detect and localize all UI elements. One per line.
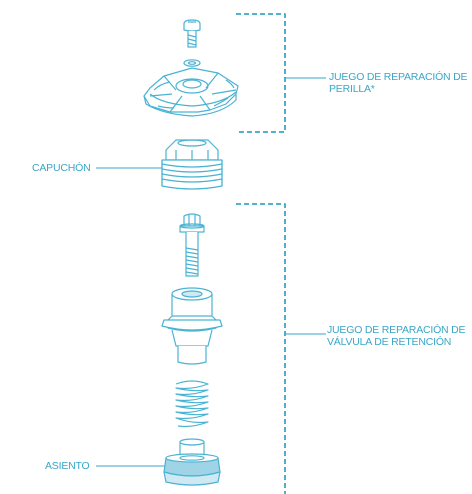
bolt <box>179 213 205 277</box>
knob-screw <box>183 19 201 48</box>
check-valve-kit-bracket <box>236 203 286 494</box>
washer <box>183 59 201 67</box>
check-valve-repair-kit-label: JUEGO DE REPARACIÓN DE VÁLVULA DE RETENC… <box>327 324 466 348</box>
check-valve-repair-kit-label-line-2: VÁLVULA DE RETENCIÓN <box>327 336 452 348</box>
knob-repair-kit-label-line-1: JUEGO DE REPARACIÓN DE <box>329 71 468 83</box>
cap-label-text: CAPUCHÓN <box>32 162 91 174</box>
seat <box>163 438 221 486</box>
knob-repair-kit-label-line-2: PERILLA* <box>329 83 375 95</box>
seat-label-text: ASIENTO <box>45 460 90 472</box>
seat-label: ASIENTO <box>45 460 90 472</box>
check-valve-body <box>161 287 223 365</box>
cap <box>161 139 223 190</box>
spring <box>175 380 209 428</box>
check-valve-repair-kit-label-line-1: JUEGO DE REPARACIÓN DE <box>327 324 466 336</box>
knob-repair-kit-label: JUEGO DE REPARACIÓN DE PERILLA* <box>329 71 468 95</box>
knob-kit-bracket <box>236 13 286 133</box>
star-knob <box>143 67 239 117</box>
cap-label: CAPUCHÓN <box>32 162 91 174</box>
